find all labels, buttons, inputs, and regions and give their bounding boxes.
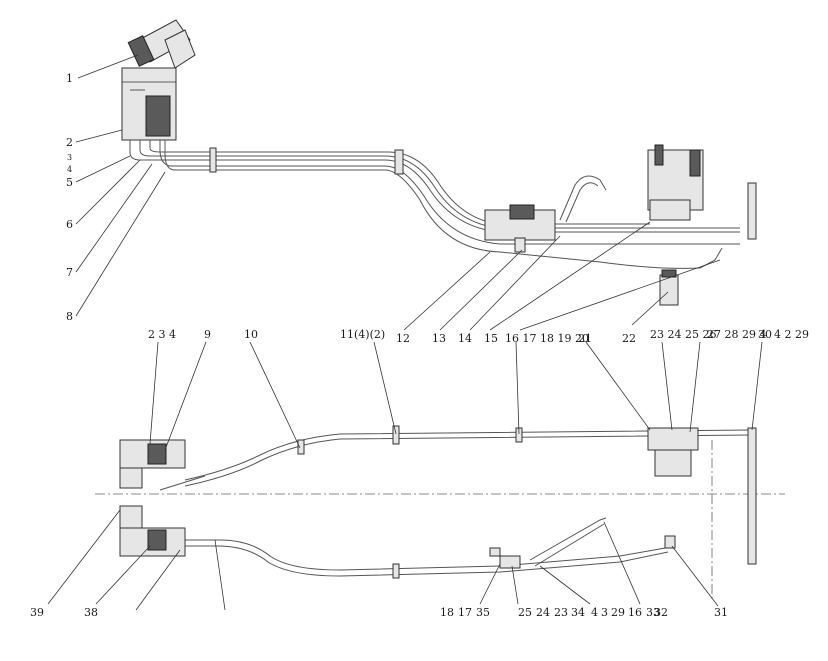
callout-b18: 18 bbox=[440, 606, 454, 619]
callout-1: 1 bbox=[66, 72, 73, 85]
callout-2: 2 bbox=[66, 136, 73, 149]
callout-b33: 33 bbox=[646, 606, 660, 619]
callout-9: 9 bbox=[204, 328, 211, 341]
left-unit-lower bbox=[119, 505, 186, 557]
callout-b29: 29 bbox=[611, 606, 625, 619]
callout-4-2-29: 4 2 29 bbox=[774, 328, 809, 341]
callout-14: 14 bbox=[458, 332, 472, 345]
bottom-leader-lines bbox=[47, 341, 763, 611]
callout-12: 12 bbox=[396, 332, 410, 345]
callout-11: 11(4)(2) bbox=[340, 328, 385, 341]
callout-38: 38 bbox=[84, 606, 98, 619]
valve-block-part bbox=[484, 175, 607, 253]
top-leader-lines bbox=[75, 54, 721, 331]
callout-b17: 17 bbox=[458, 606, 472, 619]
callout-39: 39 bbox=[30, 606, 44, 619]
callout-21: 21 bbox=[578, 332, 592, 345]
callout-b35: 35 bbox=[476, 606, 490, 619]
callout-23-26: 23 24 25 26 bbox=[650, 328, 716, 341]
callout-31: 31 bbox=[714, 606, 728, 619]
callout-30: 30 bbox=[758, 328, 772, 341]
left-unit-upper bbox=[119, 439, 186, 489]
upper-unit-part bbox=[127, 19, 196, 69]
callout-13: 13 bbox=[432, 332, 446, 345]
top-assembly-view: 1 2 3 4 5 6 7 8 12 13 14 15 16 17 18 19 … bbox=[66, 19, 757, 345]
callout-27-29: 27 28 29 4 bbox=[707, 328, 766, 341]
callout-b34: 34 bbox=[571, 606, 585, 619]
callout-b3: 3 bbox=[601, 606, 608, 619]
callout-16-20: 16 17 18 19 20 bbox=[505, 332, 589, 345]
upper-pipe-run bbox=[159, 425, 751, 491]
callout-b23: 23 bbox=[554, 606, 568, 619]
callout-b25: 25 bbox=[518, 606, 532, 619]
bottom-callouts-row: 18 17 35 25 24 23 34 4 3 29 16 33 bbox=[440, 606, 660, 619]
bottom-assembly-view: 2 3 4 9 10 11(4)(2) 23 24 25 26 27 28 29… bbox=[30, 328, 809, 619]
callout-4: 4 bbox=[67, 165, 72, 174]
main-cabinet-part bbox=[121, 67, 177, 141]
top-pipe-bundle bbox=[129, 140, 740, 269]
callout-5: 5 bbox=[66, 176, 73, 189]
callout-b24: 24 bbox=[536, 606, 550, 619]
callout-2-3-4: 2 3 4 bbox=[148, 328, 176, 341]
callout-15: 15 bbox=[484, 332, 498, 345]
right-valve-stack-part bbox=[647, 144, 757, 240]
callout-10: 10 bbox=[244, 328, 258, 341]
callout-32: 32 bbox=[654, 606, 668, 619]
right-block-upper bbox=[647, 427, 757, 565]
callout-b4: 4 bbox=[591, 606, 598, 619]
callout-22: 22 bbox=[622, 332, 636, 345]
filter-part bbox=[659, 269, 679, 306]
callout-b16: 16 bbox=[628, 606, 642, 619]
callout-8: 8 bbox=[66, 310, 73, 323]
callout-3: 3 bbox=[67, 153, 72, 162]
callout-6: 6 bbox=[66, 218, 73, 231]
callout-7: 7 bbox=[66, 266, 73, 279]
lower-pipe-run bbox=[185, 517, 676, 579]
